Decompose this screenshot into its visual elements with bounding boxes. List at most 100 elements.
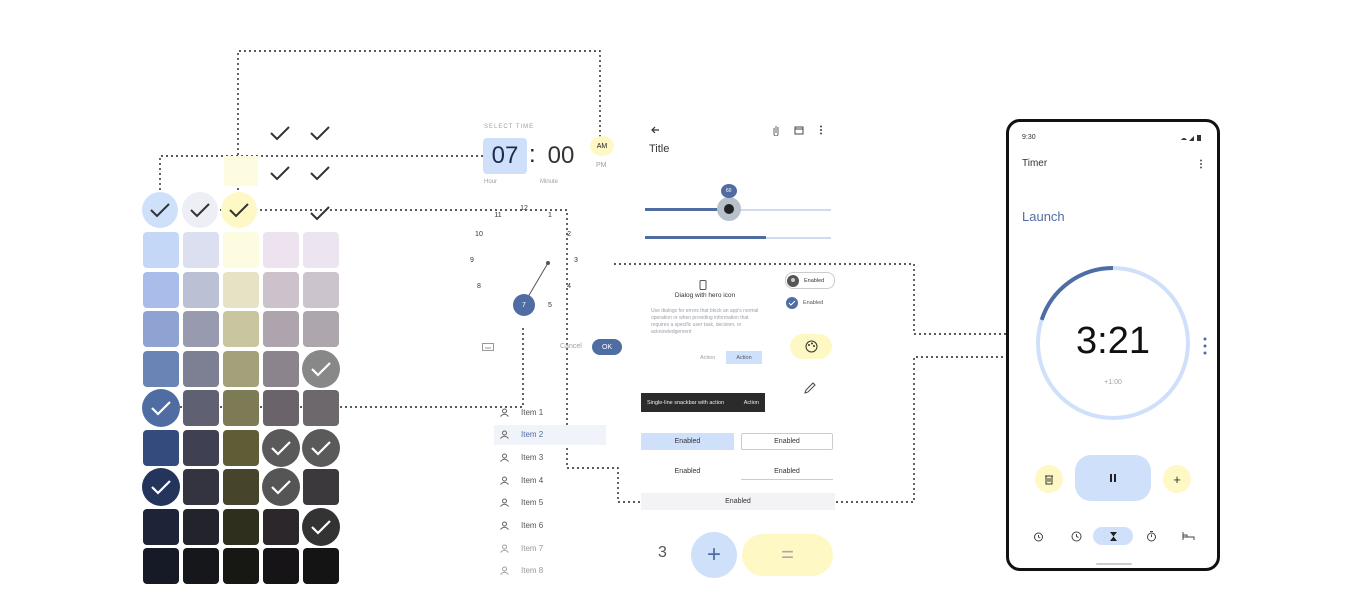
- tone-swatch[interactable]: [183, 232, 219, 268]
- tone-swatch[interactable]: [223, 429, 259, 466]
- tone-swatch[interactable]: [263, 548, 299, 584]
- clock-icon[interactable]: [1066, 527, 1086, 545]
- tone-swatch[interactable]: [223, 311, 259, 347]
- list-item[interactable]: Item 1: [494, 402, 606, 422]
- more-vert-icon[interactable]: [1199, 159, 1203, 169]
- list-item[interactable]: Item 7: [494, 538, 606, 558]
- checked-swatch[interactable]: [262, 468, 300, 506]
- pm-toggle[interactable]: PM: [596, 162, 607, 169]
- tone-swatch[interactable]: [303, 390, 339, 426]
- dial-number[interactable]: 10: [475, 231, 483, 238]
- bedtime-icon[interactable]: [1178, 527, 1198, 545]
- tone-swatch[interactable]: [223, 350, 259, 387]
- tone-swatch[interactable]: [143, 271, 179, 308]
- tone-swatch[interactable]: [223, 271, 259, 308]
- plus-button[interactable]: +: [691, 532, 737, 578]
- slider-active-track-2[interactable]: [645, 236, 766, 239]
- snackbar-action[interactable]: Action: [743, 399, 759, 406]
- tone-swatch[interactable]: [183, 469, 219, 505]
- dial-number[interactable]: 5: [548, 302, 552, 310]
- tone-swatch[interactable]: [263, 350, 299, 387]
- dial-number[interactable]: 1: [548, 211, 552, 219]
- tone-swatch[interactable]: [143, 548, 179, 584]
- keyboard-icon[interactable]: [482, 343, 494, 351]
- checked-swatch[interactable]: [182, 192, 218, 228]
- tone-swatch[interactable]: [223, 508, 259, 545]
- tone-swatch[interactable]: [303, 469, 339, 505]
- tone-swatch[interactable]: [303, 232, 339, 268]
- tone-swatch[interactable]: [183, 271, 219, 308]
- add-timer-button[interactable]: +: [1163, 465, 1191, 493]
- text-button[interactable]: Enabled: [674, 468, 701, 475]
- alarm-icon[interactable]: [1028, 527, 1048, 545]
- ok-button[interactable]: OK: [592, 339, 622, 355]
- minute-field[interactable]: 00: [547, 142, 575, 169]
- tone-swatch[interactable]: [183, 350, 219, 387]
- dial-number[interactable]: 2: [567, 231, 571, 238]
- dial-number[interactable]: 11: [494, 211, 502, 219]
- checked-swatch[interactable]: [302, 428, 340, 467]
- slider-thumb[interactable]: [723, 204, 734, 214]
- cancel-button[interactable]: Cancel: [560, 343, 582, 350]
- hour-field[interactable]: 07: [483, 138, 527, 174]
- back-arrow-icon[interactable]: [650, 125, 660, 135]
- list-item[interactable]: Item 6: [494, 516, 606, 536]
- check-chip[interactable]: Enabled: [786, 297, 823, 309]
- tone-swatch[interactable]: [143, 311, 179, 347]
- dial-number[interactable]: 8: [477, 283, 481, 290]
- dialog-action-1[interactable]: Action: [700, 355, 716, 361]
- tone-swatch[interactable]: [223, 232, 259, 268]
- tone-swatch[interactable]: [303, 548, 339, 584]
- tone-swatch[interactable]: [183, 390, 219, 426]
- checked-swatch[interactable]: [142, 389, 180, 427]
- outlined-button[interactable]: Enabled: [741, 433, 833, 450]
- dialog-action-2[interactable]: Action: [726, 351, 762, 364]
- tone-swatch[interactable]: [263, 271, 299, 308]
- list-item[interactable]: Item 4: [494, 470, 606, 490]
- tone-swatch[interactable]: [183, 548, 219, 584]
- pencil-icon[interactable]: [803, 381, 817, 395]
- selected-hour[interactable]: 7: [513, 294, 535, 316]
- tone-swatch[interactable]: [183, 311, 219, 347]
- stopwatch-icon[interactable]: [1141, 527, 1161, 545]
- checked-swatch[interactable]: [142, 468, 180, 506]
- dial-number[interactable]: 4: [567, 283, 571, 290]
- tone-swatch[interactable]: [223, 548, 259, 584]
- dial-number[interactable]: 12: [520, 205, 528, 212]
- checked-swatch[interactable]: [302, 349, 340, 388]
- dial-number[interactable]: 3: [574, 257, 578, 264]
- calendar-icon[interactable]: [794, 125, 804, 135]
- outlined-button-2[interactable]: Enabled: [741, 463, 833, 480]
- drag-handle-icon[interactable]: [1203, 335, 1207, 357]
- list-item[interactable]: Item 3: [494, 447, 606, 467]
- tone-swatch[interactable]: [143, 232, 179, 268]
- am-toggle[interactable]: AM: [590, 136, 614, 156]
- checked-swatch[interactable]: [221, 192, 257, 228]
- tone-swatch[interactable]: [263, 508, 299, 545]
- palette-fab[interactable]: [790, 334, 832, 359]
- equals-button[interactable]: =: [742, 534, 833, 576]
- checked-swatch[interactable]: [142, 192, 178, 228]
- tone-swatch[interactable]: [223, 469, 259, 505]
- tone-swatch[interactable]: [183, 429, 219, 466]
- tonal-button[interactable]: Enabled: [641, 493, 835, 510]
- checked-swatch[interactable]: [262, 428, 300, 467]
- tone-swatch[interactable]: [263, 311, 299, 347]
- attach-icon[interactable]: [772, 125, 780, 136]
- delete-button[interactable]: [1035, 465, 1063, 493]
- tone-swatch[interactable]: [143, 429, 179, 466]
- tone-swatch[interactable]: [143, 350, 179, 387]
- list-item[interactable]: Item 5: [494, 493, 606, 513]
- list-item[interactable]: Item 2: [494, 424, 606, 445]
- tone-swatch[interactable]: [263, 232, 299, 268]
- add-minute-label[interactable]: +1:00: [1104, 379, 1122, 386]
- checked-swatch[interactable]: [302, 507, 340, 546]
- pause-button[interactable]: [1075, 455, 1151, 501]
- avatar-chip[interactable]: Enabled: [785, 272, 835, 289]
- dial-number[interactable]: 9: [470, 257, 474, 264]
- filled-button[interactable]: Enabled: [641, 433, 734, 450]
- timer-icon[interactable]: [1103, 527, 1123, 545]
- tone-swatch[interactable]: [183, 508, 219, 545]
- tone-swatch[interactable]: [143, 508, 179, 545]
- tone-swatch[interactable]: [263, 390, 299, 426]
